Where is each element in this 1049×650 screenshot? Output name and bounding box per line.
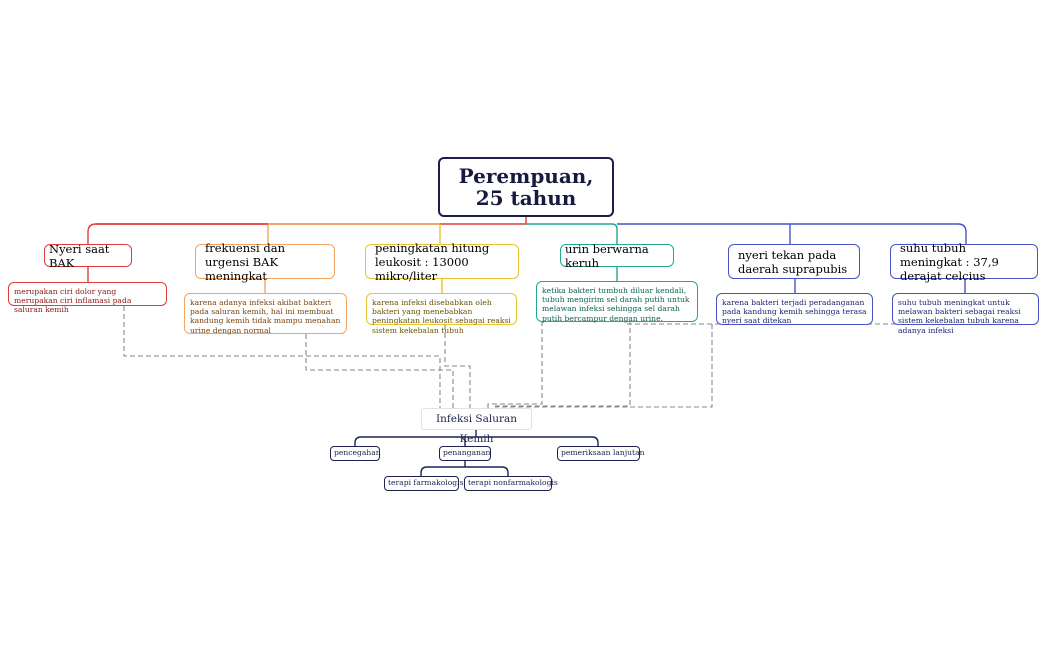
description-urin-keruh[interactable]: ketika bakteri tumbuh diluar kendali, tu…	[536, 281, 698, 323]
branch-nyeri-saat-bak[interactable]: Nyeri saat BAK	[44, 241, 132, 270]
node-label: pencegahan	[334, 448, 381, 457]
branch-peningkatan-leukosit[interactable]: peningkatan hitung leukosit : 13000 mikr…	[365, 241, 519, 283]
node-label: terapi nonfarmakologis	[468, 478, 558, 487]
branch-suhu-tubuh[interactable]: suhu tubuh meningkat : 37,9 derajat celc…	[890, 241, 1038, 283]
description-text: ketika bakteri tumbuh diluar kendali, tu…	[542, 286, 690, 323]
root-node[interactable]: Perempuan, 25 tahun	[438, 157, 614, 217]
description-peningkatan-leukosit[interactable]: karena infeksi disebabkan oleh bakteri y…	[366, 293, 517, 335]
description-nyeri-saat-bak[interactable]: merupakan ciri dolor yang merupakan ciri…	[8, 282, 167, 314]
description-frekuensi-urgensi-bak[interactable]: karena adanya infeksi akibat bakteri pad…	[184, 293, 347, 335]
branch-frekuensi-urgensi-bak[interactable]: frekuensi dan urgensi BAK meningkat	[195, 241, 335, 283]
root-label: Perempuan, 25 tahun	[458, 164, 594, 210]
central-topic-isk[interactable]: Infeksi Saluran Kemih	[421, 408, 532, 445]
node-pencegahan[interactable]: pencegahan	[330, 446, 381, 461]
description-text: suhu tubuh meningkat untuk melawan bakte…	[898, 298, 1021, 335]
branch-label: suhu tubuh meningkat : 37,9 derajat celc…	[900, 240, 999, 283]
description-text: karena adanya infeksi akibat bakteri pad…	[190, 298, 341, 335]
node-terapi-farmakologis[interactable]: terapi farmakologis	[384, 476, 463, 491]
node-label: pemeriksaan lanjutan	[561, 448, 645, 457]
description-suhu-tubuh[interactable]: suhu tubuh meningkat untuk melawan bakte…	[892, 293, 1039, 335]
branch-label: nyeri tekan pada daerah suprapubis	[738, 247, 848, 276]
node-terapi-nonfarmakologis[interactable]: terapi nonfarmakologis	[464, 476, 558, 491]
node-pemeriksaan-lanjutan[interactable]: pemeriksaan lanjutan	[557, 446, 645, 461]
node-penanganan[interactable]: penanganan	[439, 446, 491, 461]
branch-nyeri-tekan-suprapubis[interactable]: nyeri tekan pada daerah suprapubis	[728, 244, 860, 279]
description-text: karena infeksi disebabkan oleh bakteri y…	[372, 298, 511, 335]
branch-label: urin berwarna keruh	[565, 241, 649, 270]
node-label: penanganan	[443, 448, 491, 457]
central-topic-label: Infeksi Saluran Kemih	[435, 413, 518, 445]
branch-urin-keruh[interactable]: urin berwarna keruh	[560, 241, 674, 270]
description-nyeri-tekan-suprapubis[interactable]: karena bakteri terjadi peradanganan pada…	[716, 293, 873, 325]
branch-label: frekuensi dan urgensi BAK meningkat	[205, 240, 286, 283]
description-text: karena bakteri terjadi peradanganan pada…	[722, 298, 867, 326]
description-text: merupakan ciri dolor yang merupakan ciri…	[14, 287, 132, 315]
branch-label: Nyeri saat BAK	[49, 241, 110, 270]
node-label: terapi farmakologis	[388, 478, 464, 487]
branch-label: peningkatan hitung leukosit : 13000 mikr…	[375, 240, 490, 283]
